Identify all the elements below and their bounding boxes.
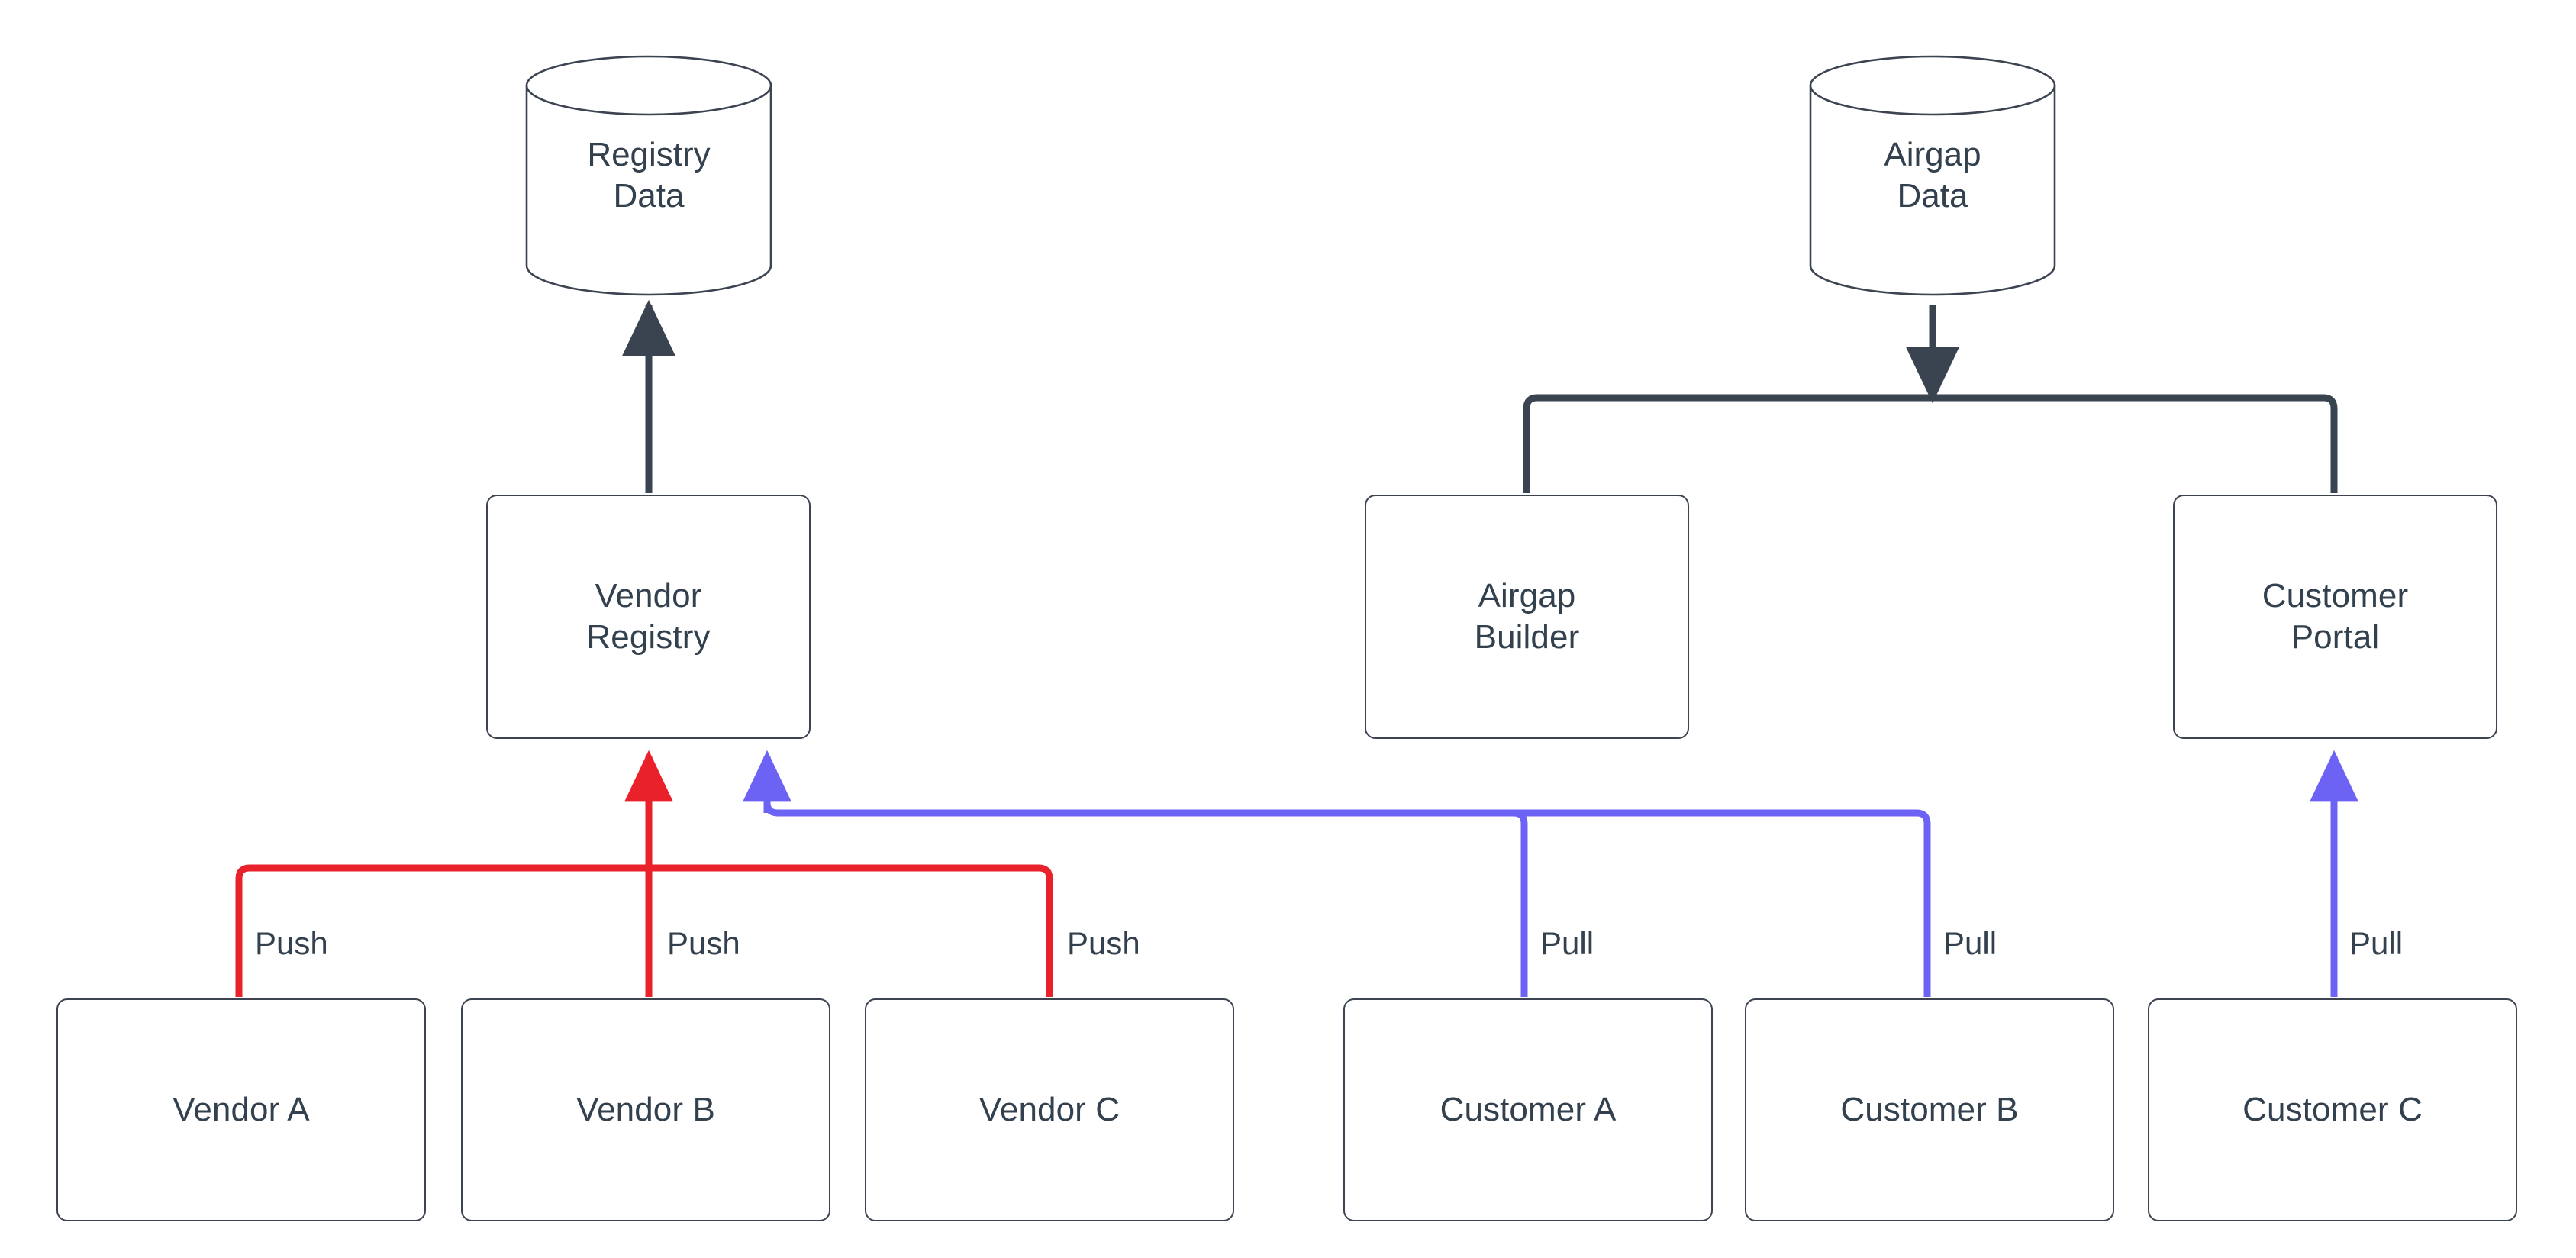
edge-label-pull-customer-a: Pull	[1536, 927, 1599, 960]
edge-vendor-a-push	[235, 864, 649, 997]
node-label: Vendor A	[172, 1091, 310, 1129]
node-airgap-data[interactable]: Airgap Data	[1809, 55, 2056, 296]
node-label: Airgap Builder	[1474, 577, 1580, 656]
edge-label-push-vendor-b: Push	[663, 927, 745, 960]
node-vendor-c[interactable]: Vendor C	[865, 998, 1234, 1221]
node-label: Customer Portal	[2262, 577, 2409, 656]
edge-label-pull-customer-b: Pull	[1939, 927, 2002, 960]
edge-label-push-vendor-c: Push	[1062, 927, 1145, 960]
edge-vendor-c-push	[649, 864, 1053, 997]
node-label: Registry Data	[587, 136, 711, 215]
node-airgap-builder[interactable]: Airgap Builder	[1365, 495, 1689, 739]
cylinder-shape	[525, 55, 772, 296]
node-customer-portal[interactable]: Customer Portal	[2173, 495, 2497, 739]
edge-label-push-vendor-a: Push	[250, 927, 333, 960]
node-registry-data[interactable]: Registry Data	[525, 55, 772, 296]
node-customer-a[interactable]: Customer A	[1343, 998, 1713, 1221]
node-label: Customer B	[1840, 1091, 2019, 1129]
node-label: Customer C	[2242, 1091, 2423, 1129]
node-customer-b[interactable]: Customer B	[1745, 998, 2114, 1221]
node-label: Customer A	[1440, 1091, 1617, 1129]
edge-airgap-builder-to-airgap-data	[1523, 394, 1933, 493]
edge-customer-a-pull	[778, 809, 1528, 997]
node-label: Vendor Registry	[586, 577, 711, 656]
edge-customer-b-pull	[778, 809, 1931, 997]
edge-customer-portal-to-airgap-data	[1933, 394, 2338, 493]
node-label: Vendor B	[576, 1091, 715, 1129]
node-label: Vendor C	[978, 1091, 1120, 1129]
node-label: Airgap Data	[1884, 136, 1981, 215]
edge-pull-elbow-left	[763, 802, 779, 817]
node-vendor-b[interactable]: Vendor B	[461, 998, 830, 1221]
node-customer-c[interactable]: Customer C	[2148, 998, 2517, 1221]
edge-label-pull-customer-c: Pull	[2345, 927, 2408, 960]
node-vendor-registry[interactable]: Vendor Registry	[486, 495, 811, 739]
node-vendor-a[interactable]: Vendor A	[56, 998, 426, 1221]
cylinder-shape	[1809, 55, 2056, 296]
